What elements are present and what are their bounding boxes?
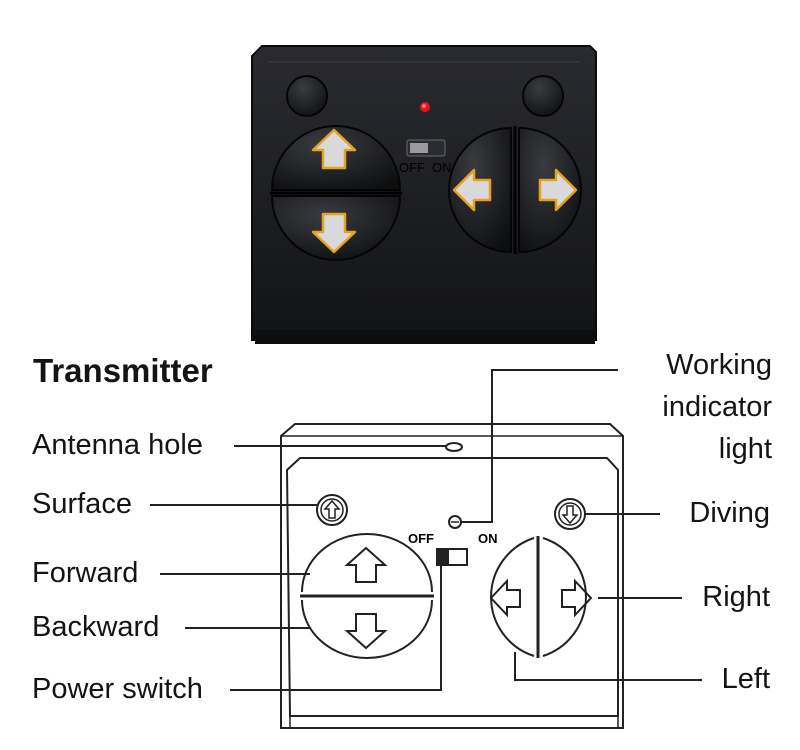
photo-left-arrow-icon [452,168,492,212]
label-backward: Backward [32,611,160,643]
transmitter-photo: OFF ON [251,45,597,344]
diagram-forward-button [301,533,433,593]
diagram-on-label: ON [478,531,498,546]
leader-power-switch [230,565,442,691]
label-working-indicator-light: Working indicator light [600,344,772,470]
photo-forward-arrow-icon [311,128,357,170]
diagram-backward-button [301,599,433,659]
label-surface: Surface [32,488,132,520]
photo-off-label: OFF [399,160,425,175]
leader-working-indicator [461,369,618,523]
leader-left [514,652,702,681]
photo-backward-arrow-icon [311,212,357,254]
diagram-off-label: OFF [408,531,434,546]
transmitter-diagram [280,423,624,729]
page-title: Transmitter [33,352,213,389]
label-diving: Diving [689,497,770,529]
diagram-right-arrow-icon [561,578,593,618]
photo-on-label: ON [432,160,452,175]
label-working-line-2: indicator [662,391,772,423]
photo-bottom-rim [255,330,595,344]
diagram-left-arrow-icon [489,578,521,618]
photo-up-down-buttons [270,125,402,261]
diagram-surface-button [316,494,348,526]
diagram-right-button [542,537,587,657]
photo-left-right-buttons [448,126,582,254]
diagram-diving-arrow-icon [561,505,579,525]
diagram-left-button [490,537,535,657]
label-working-line-3: light [718,433,772,465]
label-working-line-1: Working [666,349,772,381]
leader-lines [150,369,702,691]
photo-body [251,45,597,341]
diagram-antenna-hole [445,442,463,452]
label-left: Left [721,663,770,695]
label-antenna-hole: Antenna hole [32,429,203,461]
label-power-switch: Power switch [32,673,203,705]
label-forward: Forward [32,557,139,589]
label-right: Right [702,581,770,613]
photo-right-arrow-icon [538,168,578,212]
diagram-backward-arrow-icon [344,613,388,650]
diagram-body-outline [280,423,624,729]
diagram-forward-arrow-icon [344,546,388,583]
photo-surface-button [286,75,328,117]
diagram-surface-arrow-icon [323,499,341,519]
photo-diving-button [522,75,564,117]
